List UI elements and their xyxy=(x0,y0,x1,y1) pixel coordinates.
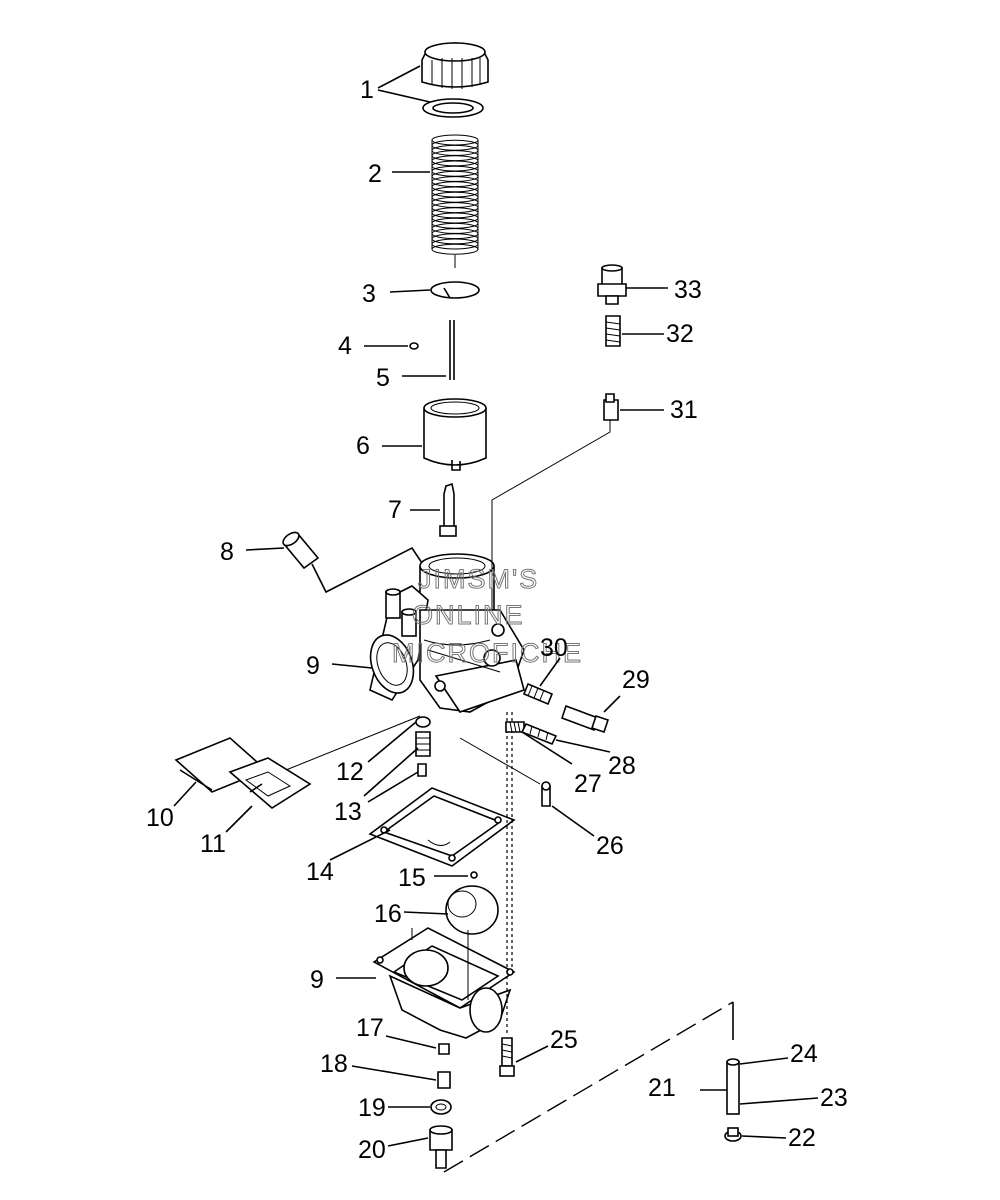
part-16-float xyxy=(445,885,499,935)
part-18-plug xyxy=(437,1071,451,1089)
callout-23: 23 xyxy=(820,1084,848,1112)
part-3-plate xyxy=(430,281,480,299)
callout-11: 11 xyxy=(200,830,226,858)
part-7-needle-jet xyxy=(439,482,457,537)
part-12-jet xyxy=(415,716,431,728)
callout-5: 5 xyxy=(376,364,390,392)
callout-4: 4 xyxy=(338,332,352,360)
callout-7: 7 xyxy=(388,496,402,524)
part-9-float-bowl xyxy=(372,927,516,1039)
part-33-screw xyxy=(597,264,627,305)
part-31-fitting xyxy=(603,393,619,421)
part-8-cap xyxy=(282,531,425,594)
part-11-bracket xyxy=(228,757,312,809)
leader-lines xyxy=(173,65,819,1147)
callout-26: 26 xyxy=(596,832,624,860)
part-27-spring xyxy=(505,721,525,733)
drain-hose-line xyxy=(443,1001,734,1173)
part-29-screw xyxy=(560,704,610,734)
callout-28: 28 xyxy=(608,752,636,780)
connector-line-31 xyxy=(491,420,611,610)
part-30-spring xyxy=(522,682,554,706)
part-19-o-ring xyxy=(430,1099,452,1115)
part-17-washer xyxy=(438,1043,450,1055)
callout-32: 32 xyxy=(666,320,694,348)
part-25-screw xyxy=(499,1037,515,1077)
callout-18: 18 xyxy=(320,1050,348,1078)
callout-33: 33 xyxy=(674,276,702,304)
svg-text:ONLINE: ONLINE xyxy=(412,600,525,630)
part-22-cap xyxy=(724,1127,742,1142)
callout-19: 19 xyxy=(358,1094,386,1122)
callout-2: 2 xyxy=(368,160,382,188)
callout-29: 29 xyxy=(622,666,650,694)
part-6-slide xyxy=(423,398,487,471)
callout-6: 6 xyxy=(356,432,370,460)
callout-27: 27 xyxy=(574,770,602,798)
callout-12: 12 xyxy=(336,758,364,786)
callout-16: 16 xyxy=(374,900,402,928)
callout-30: 30 xyxy=(540,634,568,662)
part-2-spring xyxy=(431,134,479,268)
callout-15: 15 xyxy=(398,864,426,892)
part-1-cap xyxy=(421,42,489,118)
callout-25: 25 xyxy=(550,1026,578,1054)
part-14-gasket xyxy=(368,787,516,867)
callout-22: 22 xyxy=(788,1124,816,1152)
callout-13: 13 xyxy=(334,798,362,826)
callout-8: 8 xyxy=(220,538,234,566)
callout-24: 24 xyxy=(790,1040,818,1068)
callout-14: 14 xyxy=(306,858,334,886)
svg-text:JIMSM'S: JIMSM'S xyxy=(418,564,539,594)
callout-17: 17 xyxy=(356,1014,384,1042)
callout-9-top: 9 xyxy=(306,652,320,680)
callout-10: 10 xyxy=(146,804,174,832)
callout-21: 21 xyxy=(648,1074,676,1102)
part-32-spring xyxy=(605,315,621,347)
callout-3: 3 xyxy=(362,280,376,308)
svg-text:MICROFICHE: MICROFICHE xyxy=(392,638,583,668)
callout-31: 31 xyxy=(670,396,698,424)
part-13-jet-set xyxy=(415,731,431,777)
part-28-screw xyxy=(520,722,558,746)
callout-labels: 1 2 3 4 5 6 7 8 9 9 10 11 12 13 14 15 16… xyxy=(146,76,848,1164)
connector-line-10 xyxy=(285,715,421,771)
watermark: JIMSM'S ONLINE MICROFICHE xyxy=(392,564,583,669)
part-20-drain xyxy=(429,1125,453,1169)
callout-9-bottom: 9 xyxy=(310,966,324,994)
connector-line-26 xyxy=(459,737,541,785)
callout-1: 1 xyxy=(360,76,374,104)
part-26-screw xyxy=(541,781,551,807)
part-4-clip xyxy=(409,342,419,350)
part-5-needle xyxy=(449,320,455,380)
part-21-tube xyxy=(726,1058,740,1115)
callout-20: 20 xyxy=(358,1136,386,1164)
part-15-pin xyxy=(470,871,478,879)
part-9-carb-body xyxy=(369,553,525,713)
